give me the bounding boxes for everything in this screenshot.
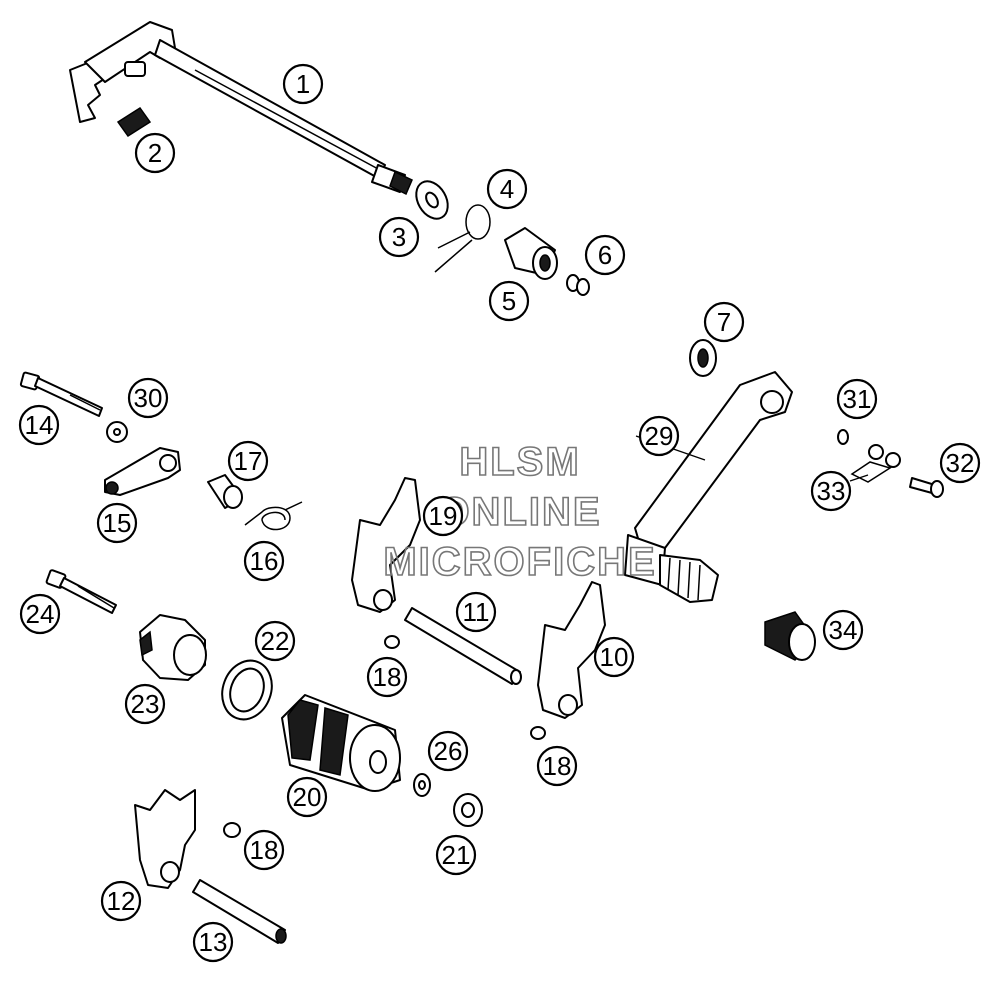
- callout-34-label: 34: [829, 615, 858, 645]
- callout-6: 6: [584, 234, 626, 276]
- callout-13-label: 13: [199, 927, 228, 957]
- callout-6-label: 6: [598, 240, 612, 270]
- callout-2: 2: [134, 132, 176, 174]
- bushing-part-21: [453, 793, 483, 827]
- callout-19-label: 19: [429, 501, 458, 531]
- shaft-part-11: [404, 607, 522, 685]
- callout-20: 20: [286, 776, 328, 818]
- callout-14: 14: [18, 404, 60, 446]
- callout-12: 12: [100, 880, 142, 922]
- washer-part-3: [415, 180, 449, 220]
- callout-31: 31: [836, 378, 878, 420]
- callout-13: 13: [192, 921, 234, 963]
- callout-7-label: 7: [717, 307, 731, 337]
- callout-16-label: 16: [250, 546, 279, 576]
- roller-part-18c: [223, 822, 241, 838]
- callout-18c: 18: [243, 829, 285, 871]
- seal-part-7: [689, 339, 717, 377]
- callout-32-label: 32: [946, 448, 975, 478]
- shift-star-part-23: [139, 614, 207, 681]
- bolt-part-24: [45, 569, 117, 614]
- callout-18a: 18: [366, 656, 408, 698]
- o-ring-part-6: [566, 274, 590, 296]
- callout-18c-label: 18: [250, 835, 279, 865]
- callout-20-label: 20: [293, 782, 322, 812]
- callout-18b-label: 18: [543, 751, 572, 781]
- callout-32: 32: [939, 442, 981, 484]
- spring-part-16: [244, 501, 303, 531]
- torsion-spring-part-4: [434, 204, 491, 273]
- washer-part-31: [837, 429, 849, 445]
- watermark-line-3: MICROFICHE: [383, 540, 656, 584]
- callout-31-label: 31: [843, 384, 872, 414]
- callout-17-label: 17: [234, 446, 263, 476]
- callout-23-label: 23: [131, 689, 160, 719]
- roller-part-18a: [384, 635, 400, 649]
- callout-12-label: 12: [107, 886, 136, 916]
- callout-10-label: 10: [600, 642, 629, 672]
- callout-34: 34: [822, 609, 864, 651]
- callout-15: 15: [96, 502, 138, 544]
- rubber-part-34: [764, 611, 816, 661]
- callout-21-label: 21: [442, 840, 471, 870]
- callout-22: 22: [254, 620, 296, 662]
- callout-26-label: 26: [434, 736, 463, 766]
- bolt-part-14: [19, 371, 103, 417]
- callout-29-label: 29: [645, 421, 674, 451]
- watermark: HLSM ONLINE MICROFICHE: [383, 439, 656, 585]
- callout-3: 3: [378, 216, 420, 258]
- callout-22-label: 22: [261, 626, 290, 656]
- watermark-line-1: HLSM: [459, 440, 580, 484]
- shift-fork-part-10: [537, 581, 606, 719]
- callout-1-label: 1: [296, 69, 310, 99]
- washer-part-26: [413, 773, 431, 797]
- callout-18b: 18: [536, 745, 578, 787]
- shift-drum-part-20: [281, 694, 401, 792]
- spring-part-2: [116, 106, 152, 138]
- callout-5: 5: [488, 280, 530, 322]
- callout-17: 17: [227, 440, 269, 482]
- bushing-part-5: [504, 227, 558, 280]
- callout-4: 4: [486, 168, 528, 210]
- callout-23: 23: [124, 683, 166, 725]
- callout-5-label: 5: [502, 286, 516, 316]
- shift-lever-part-29: [624, 371, 793, 603]
- callout-24: 24: [19, 593, 61, 635]
- callout-2-label: 2: [148, 138, 162, 168]
- callout-10: 10: [593, 636, 635, 678]
- roller-part-17: [207, 474, 243, 509]
- callout-11: 11: [455, 591, 497, 633]
- callout-21: 21: [435, 834, 477, 876]
- callout-16: 16: [243, 540, 285, 582]
- callout-29: 29: [638, 415, 680, 457]
- roller-part-18b: [530, 726, 546, 740]
- callout-15-label: 15: [103, 508, 132, 538]
- washer-part-30: [106, 421, 128, 443]
- callout-3-label: 3: [392, 222, 406, 252]
- shaft-part-13: [192, 879, 287, 944]
- callout-14-label: 14: [25, 410, 54, 440]
- shift-fork-part-19: [351, 477, 421, 613]
- callout-4-label: 4: [500, 174, 514, 204]
- callout-11-label: 11: [463, 597, 490, 627]
- shift-fork-part-12: [134, 789, 196, 889]
- callout-1: 1: [282, 63, 324, 105]
- callout-19: 19: [422, 495, 464, 537]
- watermark-line-2: ONLINE: [438, 490, 601, 534]
- bolt-part-32: [909, 477, 944, 498]
- callout-18a-label: 18: [373, 662, 402, 692]
- callout-30: 30: [127, 377, 169, 419]
- callout-24-label: 24: [26, 599, 55, 629]
- nut-part-33: [850, 444, 901, 483]
- shift-shaft-part: [69, 21, 413, 196]
- callouts: 1 2 3 4 5 6 7 29 31 32 33 34 14 30 15 17…: [18, 63, 981, 963]
- callout-30-label: 30: [134, 383, 163, 413]
- callout-33-label: 33: [817, 476, 846, 506]
- callout-26: 26: [427, 730, 469, 772]
- callout-7: 7: [703, 301, 745, 343]
- callout-33: 33: [810, 470, 852, 512]
- bearing-part-22: [221, 659, 273, 721]
- link-part-15: [104, 447, 181, 496]
